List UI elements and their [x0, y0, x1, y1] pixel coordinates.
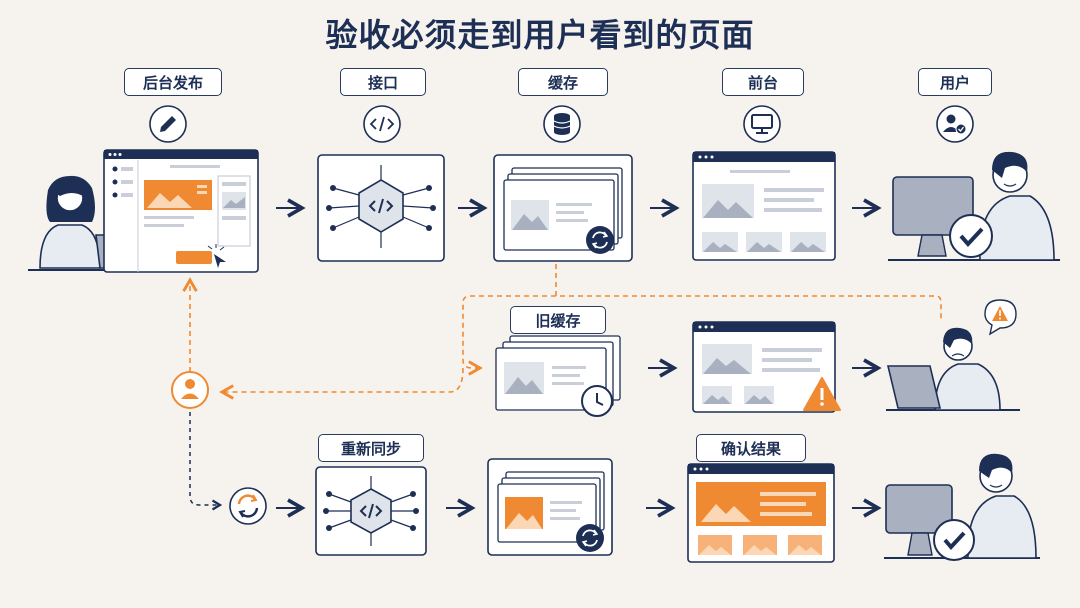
stale-frontend-window	[692, 321, 836, 413]
pencil-icon	[149, 105, 187, 143]
new-cache-box	[487, 458, 613, 556]
stale-path-to-user	[555, 264, 942, 322]
cache-box	[493, 154, 633, 262]
confused-user	[886, 299, 1020, 411]
report-path-to-person	[219, 367, 464, 400]
label-resync: 重新同步	[318, 434, 424, 462]
clock-icon	[581, 385, 613, 417]
label-api: 接口	[340, 68, 426, 96]
backend-window	[103, 149, 259, 273]
confirmed-frontend-window	[687, 463, 835, 563]
user-desktop-row1	[888, 151, 1060, 261]
path-to-resync	[189, 412, 223, 511]
label-old-cache: 旧缓存	[510, 306, 606, 334]
label-user: 用户	[918, 68, 992, 96]
page-title: 验收必须走到用户看到的页面	[325, 16, 755, 54]
label-cache: 缓存	[518, 68, 608, 96]
label-frontend: 前台	[722, 68, 804, 96]
sync-icon	[229, 487, 267, 525]
label-backend-publish: 后台发布	[124, 68, 222, 96]
monitor-icon	[743, 105, 781, 143]
code-icon	[363, 105, 401, 143]
person-icon	[171, 371, 209, 409]
user-desktop-row3	[884, 453, 1040, 561]
api-box	[317, 154, 445, 262]
database-icon	[543, 105, 581, 143]
warning-icon	[803, 377, 841, 411]
label-confirm-result: 确认结果	[696, 434, 806, 462]
user-check-icon	[936, 105, 974, 143]
stale-path-to-old-cache	[462, 295, 556, 376]
frontend-window	[692, 151, 836, 261]
resync-api-box	[315, 466, 427, 556]
